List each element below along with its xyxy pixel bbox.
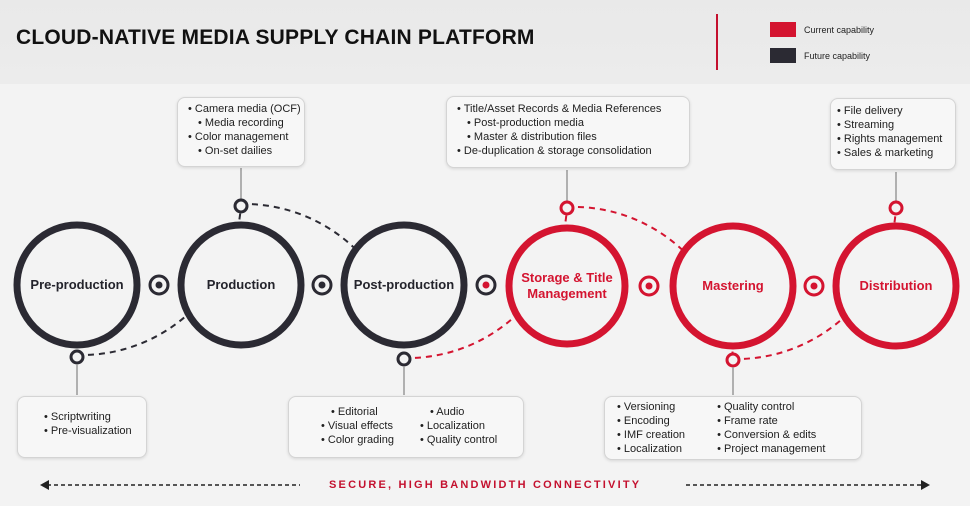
callout-item: On-set dailies bbox=[188, 144, 304, 158]
legend-current-label: Current capability bbox=[804, 24, 875, 35]
header-band bbox=[0, 0, 970, 84]
callout-storage: Title/Asset Records & Media References P… bbox=[446, 96, 690, 168]
footer-arrow-right bbox=[686, 480, 930, 490]
stage-label-production: Production bbox=[206, 277, 276, 292]
callout-postproduction: Editorial Visual effects Color grading A… bbox=[288, 396, 524, 458]
callout-item: Quality control bbox=[420, 433, 497, 447]
stage-circle-mastering bbox=[669, 222, 797, 350]
callout-item: IMF creation bbox=[617, 428, 685, 442]
callout-item: Versioning bbox=[617, 400, 685, 414]
stage-circle-production bbox=[177, 221, 305, 349]
callout-column: Versioning Encoding IMF creation Localiz… bbox=[617, 400, 685, 456]
callout-column: Editorial Visual effects Color grading bbox=[321, 405, 394, 447]
callout-item: Post-production media bbox=[457, 116, 689, 130]
callout-mastering: Versioning Encoding IMF creation Localiz… bbox=[604, 396, 862, 460]
callout-item: Project management bbox=[717, 442, 826, 456]
callout-item: Encoding bbox=[617, 414, 685, 428]
header-divider bbox=[716, 14, 718, 70]
callout-production: Camera media (OCF) Media recording Color… bbox=[177, 97, 305, 167]
callout-item: Color grading bbox=[321, 433, 394, 447]
callout-column: Quality control Frame rate Conversion & … bbox=[717, 400, 826, 456]
callout-item: Quality control bbox=[717, 400, 825, 414]
pin-preproduction bbox=[69, 349, 85, 395]
legend-current: Current capability bbox=[770, 22, 874, 37]
callout-item: Rights management bbox=[837, 132, 955, 146]
link-node-3 bbox=[475, 274, 497, 296]
callout-distribution: File delivery Streaming Rights managemen… bbox=[830, 98, 956, 170]
legend-current-swatch bbox=[770, 22, 796, 37]
callout-item: Color management bbox=[188, 130, 304, 144]
legend-future-swatch bbox=[770, 48, 796, 63]
callout-item: Localization bbox=[420, 419, 497, 433]
stage-circle-preproduction bbox=[13, 221, 141, 349]
callout-item: Scriptwriting bbox=[44, 410, 146, 424]
callout-item: Master & distribution files bbox=[457, 130, 689, 144]
callout-item: De-duplication & storage consolidation bbox=[457, 144, 689, 158]
callout-item: Visual effects bbox=[321, 419, 394, 433]
stage-label-storage: Storage & Title Management bbox=[521, 270, 613, 301]
pin-storage bbox=[559, 170, 575, 216]
legend-future: Future capability bbox=[770, 48, 870, 63]
legend-future-label: Future capability bbox=[804, 50, 871, 61]
footer-arrow-left bbox=[40, 480, 300, 490]
stage-label-preproduction: Pre-production bbox=[30, 277, 124, 292]
stage-circle-postproduction bbox=[340, 221, 468, 349]
link-node-2 bbox=[311, 274, 333, 296]
link-node-1 bbox=[148, 274, 170, 296]
footer-connectivity-label: SECURE, HIGH BANDWIDTH CONNECTIVITY bbox=[329, 479, 642, 491]
pin-postproduction bbox=[396, 351, 412, 395]
callout-item: Conversion & edits bbox=[717, 428, 825, 442]
page-title: CLOUD-NATIVE MEDIA SUPPLY CHAIN PLATFORM bbox=[16, 26, 535, 49]
callout-item: Frame rate bbox=[717, 414, 825, 428]
pin-distribution bbox=[888, 172, 904, 216]
pin-mastering bbox=[725, 352, 741, 395]
callout-item: File delivery bbox=[837, 104, 955, 118]
callout-item: Camera media (OCF) bbox=[188, 102, 304, 116]
stage-label-mastering: Mastering bbox=[702, 278, 764, 293]
pin-production bbox=[233, 168, 249, 214]
callout-item: Title/Asset Records & Media References bbox=[457, 102, 689, 116]
stage-label-postproduction: Post-production bbox=[353, 277, 455, 292]
callout-item: Editorial bbox=[321, 405, 394, 419]
stage-circle-distribution bbox=[832, 222, 960, 350]
link-node-5 bbox=[803, 275, 825, 297]
callout-item: Pre-visualization bbox=[44, 424, 146, 438]
stage-label-distribution: Distribution bbox=[859, 278, 933, 293]
callout-item: Streaming bbox=[837, 118, 955, 132]
callout-preproduction: Scriptwriting Pre-visualization bbox=[17, 396, 147, 458]
callout-item: Localization bbox=[617, 442, 685, 456]
callout-item: Audio bbox=[420, 405, 497, 419]
link-node-4 bbox=[638, 275, 660, 297]
callout-column: Audio Localization Quality control bbox=[420, 405, 497, 447]
callout-item: Sales & marketing bbox=[837, 146, 955, 160]
stage-circle-storage bbox=[505, 224, 629, 348]
callout-item: Media recording bbox=[188, 116, 304, 130]
